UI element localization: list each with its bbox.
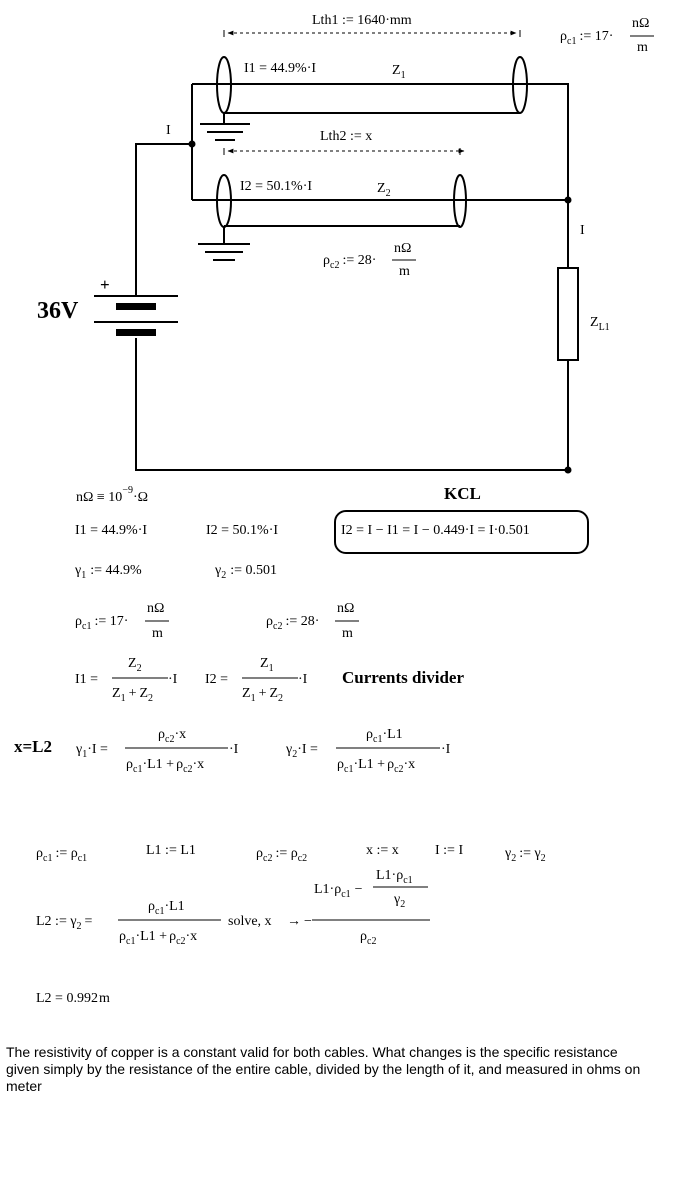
node-left xyxy=(188,140,196,148)
divider-i2: I2 = Z1 Z1+Z2 ·I xyxy=(205,656,308,704)
gamma2-equation: γ2·I = ρc1·L1 ρc1·L1 +ρc2·x ·I xyxy=(285,727,451,775)
wire-battery-top xyxy=(135,143,192,296)
wires xyxy=(135,83,569,471)
node-right xyxy=(564,196,572,204)
z1-label: Z1 xyxy=(392,63,406,81)
battery-voltage: 36V xyxy=(37,298,79,324)
svg-text:γ2:= γ2: γ2:= γ2 xyxy=(504,846,546,864)
svg-text:m: m xyxy=(342,626,353,641)
divider-title: Currents divider xyxy=(342,668,464,687)
node-bottom xyxy=(564,466,572,474)
result-l2: L2 = 0.992m xyxy=(36,991,110,1006)
svg-text:x := x: x := x xyxy=(366,843,399,858)
svg-text:ρc1·L1 +ρc2·x: ρc1·L1 +ρc2·x xyxy=(119,929,197,947)
svg-text:ρc1:= ρc1: ρc1:= ρc1 xyxy=(36,846,87,864)
svg-text:ρc1·L1 +ρc2·x: ρc1·L1 +ρc2·x xyxy=(337,757,415,775)
assignments-row: ρc1:= ρc1 L1 := L1 ρc2:= ρc2 x := x I :=… xyxy=(36,843,546,864)
svg-text:L1·ρc1−: L1·ρc1− xyxy=(314,882,363,900)
svg-text:L1·ρc1: L1·ρc1 xyxy=(376,868,413,886)
divider-i1: I1 = Z2 Z1+Z2 ·I xyxy=(75,656,178,704)
battery-icon xyxy=(94,295,178,336)
svg-text:ρc1·L1 +ρc2·x: ρc1·L1 +ρc2·x xyxy=(126,757,204,775)
rho-c2-definition: ρc2:= 28· nΩ m xyxy=(323,241,416,279)
svg-text:I := I: I := I xyxy=(435,843,463,858)
svg-text:ρc1·L1: ρc1·L1 xyxy=(366,727,403,745)
current-right-label: I xyxy=(580,223,585,238)
svg-text:·I: ·I xyxy=(168,672,178,687)
explanation-note: The resistivity of copper is a constant … xyxy=(6,1044,641,1094)
load-label: ZL1 xyxy=(590,315,610,333)
svg-text:m: m xyxy=(399,264,410,279)
svg-text:nΩ: nΩ xyxy=(632,16,649,31)
load-resistor xyxy=(557,267,579,361)
current-left-label: I xyxy=(166,123,171,138)
lth2-label: Lth2 := x xyxy=(320,129,372,144)
svg-text:Z1+Z2: Z1+Z2 xyxy=(242,686,283,704)
gamma1-def: γ1:= 44.9% xyxy=(74,563,142,581)
wire-bottom xyxy=(135,338,568,471)
svg-text:ρc2: ρc2 xyxy=(360,929,376,947)
i2-equation: I2 = 50.1%·I xyxy=(206,523,278,538)
wire-right-top xyxy=(520,83,569,268)
x-equals-l2: x=L2 xyxy=(14,737,52,756)
svg-text:nΩ ≡ 10−9·Ω: nΩ ≡ 10−9·Ω xyxy=(76,485,148,505)
i1-equation: I1 = 44.9%·I xyxy=(75,523,147,538)
svg-text:ρc2·x: ρc2·x xyxy=(158,727,186,745)
z2-label: Z2 xyxy=(377,181,391,199)
kcl-equation: I2 = I − I1 = I − 0.449·I = I·0.501 xyxy=(341,523,530,538)
svg-text:γ2·I =: γ2·I = xyxy=(285,742,318,760)
lth1-label: Lth1 := 1640·mm xyxy=(312,13,412,28)
svg-text:nΩ: nΩ xyxy=(147,601,164,616)
svg-text:·I: ·I xyxy=(441,742,451,757)
ground-2-icon xyxy=(198,227,250,261)
svg-text:ρc1:= 17·: ρc1:= 17· xyxy=(75,614,128,632)
svg-text:ρc2:= ρc2: ρc2:= ρc2 xyxy=(256,846,307,864)
kcl-box xyxy=(334,510,589,554)
svg-text:Z2: Z2 xyxy=(128,656,142,674)
svg-text:m: m xyxy=(152,626,163,641)
rho-c1-definition: ρc1:= 17· nΩ m xyxy=(560,16,654,55)
gamma2-def: γ2:= 0.501 xyxy=(214,563,277,581)
battery-plus: + xyxy=(100,275,110,294)
rho-c2-repeat: ρc2:= 28· nΩ m xyxy=(266,601,359,641)
svg-text:nΩ: nΩ xyxy=(337,601,354,616)
cable-2-right-end xyxy=(453,174,467,228)
svg-text:γ2: γ2 xyxy=(393,892,405,910)
svg-text:L1 := L1: L1 := L1 xyxy=(146,843,196,858)
ground-1-icon xyxy=(200,113,250,141)
svg-text:γ1·I =: γ1·I = xyxy=(75,742,108,760)
svg-text:ρc1:= 17·: ρc1:= 17· xyxy=(560,29,613,47)
svg-text:solve, x: solve, x xyxy=(228,914,272,929)
svg-text:I2 =: I2 = xyxy=(205,672,228,687)
svg-text:nΩ: nΩ xyxy=(394,241,411,256)
cable-1-right-end xyxy=(512,56,528,114)
nano-ohm-definition: nΩ ≡ 10−9·Ω xyxy=(76,485,148,505)
svg-text:ρc2:= 28·: ρc2:= 28· xyxy=(266,614,319,632)
svg-text:→: → xyxy=(287,914,301,929)
svg-text:·I: ·I xyxy=(229,742,239,757)
rho-c1-repeat: ρc1:= 17· nΩ m xyxy=(75,601,169,641)
gamma1-equation: γ1·I = ρc2·x ρc1·L1 +ρc2·x ·I xyxy=(75,727,239,775)
svg-text:ρc2:= 28·: ρc2:= 28· xyxy=(323,253,376,271)
i2-cable-label: I2 = 50.1%·I xyxy=(240,179,312,194)
svg-text:m: m xyxy=(637,40,648,55)
svg-text:Z1: Z1 xyxy=(260,656,274,674)
svg-text:−: − xyxy=(304,914,312,929)
svg-text:Z1+Z2: Z1+Z2 xyxy=(112,686,153,704)
svg-text:L2 := γ2=: L2 := γ2= xyxy=(36,914,93,932)
i1-cable-label: I1 = 44.9%·I xyxy=(244,61,316,76)
svg-text:ρc1·L1: ρc1·L1 xyxy=(148,899,185,917)
kcl-title: KCL xyxy=(444,484,481,503)
circuit-diagram: + 36V ZL1 Lth1 := 1640·mm Lth2 := x I1 =… xyxy=(14,13,654,1006)
svg-text:·I: ·I xyxy=(298,672,308,687)
svg-text:I1 =: I1 = xyxy=(75,672,98,687)
solve-block: L2 := γ2= ρc1·L1 ρc1·L1 +ρc2·x solve, x … xyxy=(36,868,430,947)
